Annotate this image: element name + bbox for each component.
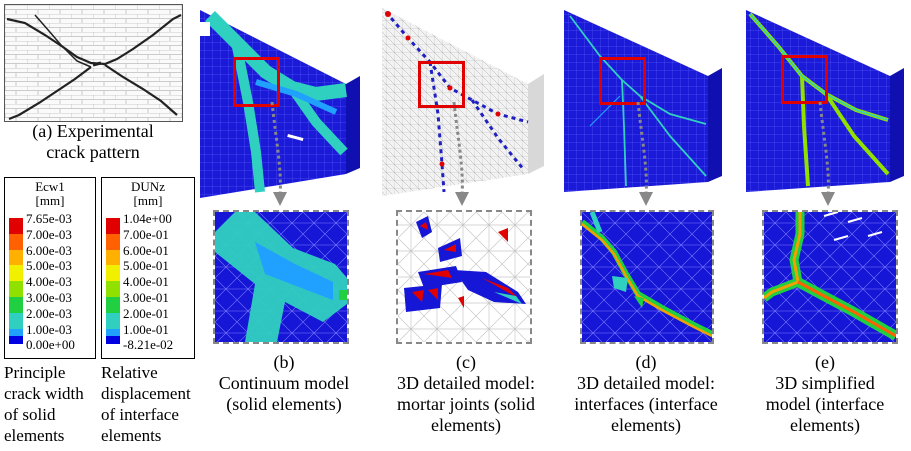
dunz-tick-label: 6.00e-01 [123,242,169,258]
dunz-color-swatch [106,312,120,329]
dunz-color-swatch [106,281,120,297]
dunz-tick-label: 1.04e+00 [123,211,172,226]
dunz-desc-line2: displacement [101,384,191,403]
ecw-tick-label: 4.00e-03 [26,274,72,290]
roi-box-c [418,61,465,108]
dunz-tick-label: -8.21e-02 [123,337,174,353]
ecw-tick-label: 7.00e-03 [26,226,72,242]
panel-e-line2: model (interface [765,394,885,414]
panel-d-line1: 3D detailed model: [577,373,715,393]
legend-ecw-unit: [mm] [35,193,65,208]
dunz-color-swatch [106,249,120,266]
panel-b-line2: (solid elements) [226,394,342,414]
ecw-color-swatch [9,233,23,250]
ecw-tick-label: 3.00e-03 [26,290,72,305]
zoom-b [213,210,349,344]
ecw-desc-line1: Principle [4,363,66,382]
dunz-desc-line1: Relative [101,363,158,382]
panel-c-line2: mortar joints (solid [397,394,535,414]
ecw-color-swatch [9,249,23,266]
leader-arrow-b [270,101,287,206]
roi-box-d [599,57,646,105]
dunz-desc-line4: elements [101,426,162,445]
panel-c-label: (c) [456,352,476,372]
ecw-tick-label: 5.00e-03 [26,258,72,274]
dunz-tick-label: 7.00e-01 [123,226,169,242]
ecw-tick-label: 0.00e+00 [26,337,75,353]
panel-c-line1: 3D detailed model: [397,373,535,393]
panel-d-label: (d) [635,352,657,372]
legend-ecw-title: Ecw1 [35,179,65,194]
ecw-color-swatch [9,281,23,297]
panel-e-label: (e) [815,352,835,372]
panel-c-line3: elements) [431,415,501,435]
panel-e-line3: elements) [790,415,860,435]
panel-b-caption: (b) Continuum model (solid elements) [196,352,372,415]
experimental-crack-image [4,4,183,122]
panel-d-line2: interfaces (interface [574,394,718,414]
legend-dunz-unit: [mm] [133,193,163,208]
panel-e-line1: 3D simplified [775,373,875,393]
dunz-tick-label: 4.00e-01 [123,274,169,290]
dunz-tick-label: 1.00e-01 [123,321,169,337]
dunz-tick-label: 3.00e-01 [123,290,169,305]
ecw-desc-line4: elements [4,426,65,445]
zoom-e [762,210,898,344]
legend-dunz-description: Relative displacement of interface eleme… [101,362,191,446]
dunz-color-swatch [106,218,120,234]
detailed-interface-model-contour [560,6,732,198]
zoom-d [580,210,714,344]
dunz-color-swatch [106,233,120,250]
ecw-tick-label: 7.65e-03 [26,211,72,226]
ecw-color-swatch [9,297,23,313]
ecw-color-swatch [9,336,23,345]
dunz-color-swatch [106,297,120,313]
panel-d-caption: (d) 3D detailed model: interfaces (inter… [556,352,736,436]
legend-dunz-title: DUNz [131,179,165,194]
panel-b-label: (b) [273,352,295,372]
panel-a-caption: (a) Experimental crack pattern [8,121,178,163]
panel-a-caption-line1: (a) Experimental [32,121,154,141]
zoom-c [396,210,532,344]
dunz-color-swatch [106,265,120,282]
leader-arrow-e [818,101,835,206]
leader-arrow-d [636,101,653,206]
ecw-color-swatch [9,265,23,282]
ecw-color-swatch [9,218,23,234]
ecw-desc-line3: of solid [4,405,56,424]
ecw-color-swatch [9,312,23,329]
ecw-tick-label: 6.00e-03 [26,242,72,258]
ecw-desc-line2: crack width [4,384,84,403]
ecw-tick-label: 1.00e-03 [26,321,72,337]
panel-a-caption-line2: crack pattern [46,142,140,162]
legend-ecw-description: Principle crack width of solid elements [4,362,84,446]
panel-b-line1: Continuum model [218,373,350,393]
dunz-desc-line3: of interface [101,405,179,424]
roi-box-e [781,55,828,104]
dunz-tick-label: 2.00e-01 [123,305,169,321]
roi-box-b [233,57,280,107]
panel-c-caption: (c) 3D detailed model: mortar joints (so… [376,352,556,436]
dunz-color-swatch [106,336,120,345]
panel-e-caption: (e) 3D simplified model (interface eleme… [740,352,910,436]
ecw-tick-label: 2.00e-03 [26,305,72,321]
leader-arrow-c [452,101,469,206]
panel-d-line3: elements) [611,415,681,435]
dunz-tick-label: 5.00e-01 [123,258,169,274]
